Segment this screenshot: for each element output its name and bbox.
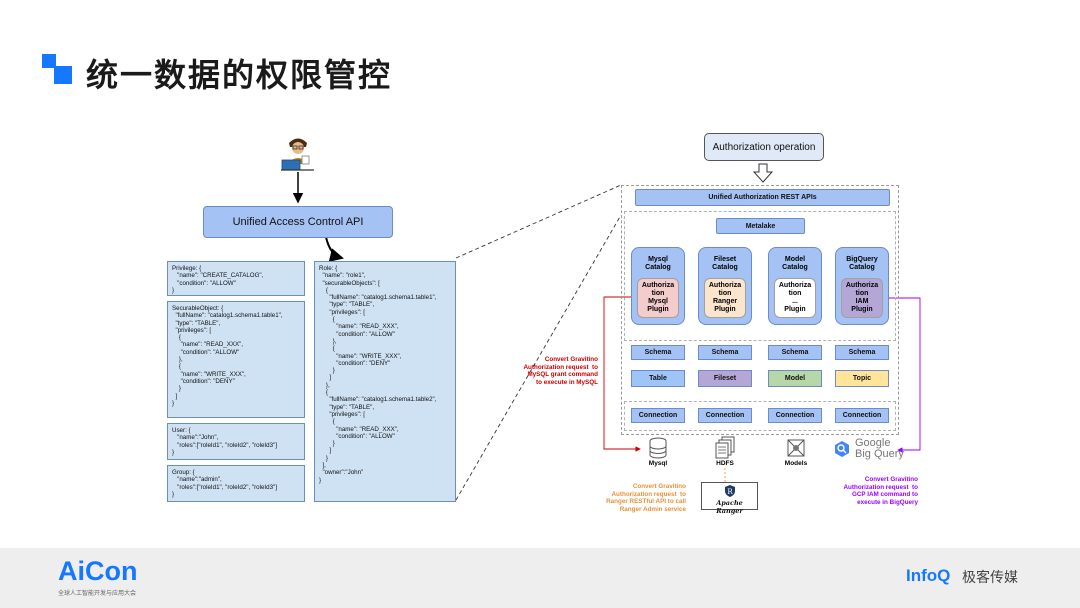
down-arrow-icon: [752, 163, 774, 183]
connection-box-model: Connection: [768, 408, 822, 423]
leaf-box-table: Table: [631, 370, 685, 387]
auth-operation-box: Authorization operation: [704, 133, 824, 161]
leaf-box-topic: Topic: [835, 370, 889, 387]
connection-box-mysql: Connection: [631, 408, 685, 423]
metalake-box: Metalake: [716, 218, 805, 234]
store-label-hdfs: HDFS: [716, 460, 734, 467]
user-code-box: User: { "name":"John", "roles":["roleId1…: [167, 423, 305, 460]
connection-frame: [624, 401, 896, 431]
gravitino-frame: [621, 185, 899, 435]
aicon-subtitle: 全球人工智能开发与应用大会: [58, 590, 137, 597]
role-code-box: Role: { "name": "role1", "securableObjec…: [314, 261, 456, 502]
note-mysql-conversion: Convert Gravitino Authorization request …: [523, 356, 598, 386]
store-label-mysql: Mysql: [648, 460, 668, 467]
schema-box-mysql: Schema: [631, 345, 685, 360]
apache-ranger-logo: R Apache Ranger: [701, 482, 758, 515]
store-label-bigquery: Google Big Query: [855, 437, 904, 460]
plugin-box-mysql: Authoriza tion Mysql Plugin: [637, 278, 679, 318]
unified-access-control-api-box: Unified Access Control API: [203, 206, 393, 238]
privilege-code-box: Privilege: { "name": "CREATE_CATALOG", "…: [167, 261, 305, 296]
schema-box-model: Schema: [768, 345, 822, 360]
svg-text:R: R: [727, 488, 733, 496]
footer-bar: AiCon 全球人工智能开发与应用大会 InfoQ 极客传媒: [0, 548, 1080, 608]
store-label-models: Models: [784, 460, 808, 467]
infoq-logo: InfoQ: [906, 566, 951, 585]
leaf-box-fileset: Fileset: [698, 370, 752, 387]
plugin-box-generic: Authoriza tion ... Plugin: [774, 278, 816, 318]
connection-box-fileset: Connection: [698, 408, 752, 423]
flow-arrows-left: [292, 172, 921, 501]
developer-with-laptop-icon: [280, 134, 316, 172]
metalake-frame: [624, 211, 896, 341]
title-accent-icon: [42, 54, 74, 86]
schema-box-fileset: Schema: [698, 345, 752, 360]
infoq-cn-label: 极客传媒: [962, 570, 1018, 586]
ranger-logo-text: Apache Ranger: [716, 499, 743, 515]
unified-rest-apis-box: Unified Authorization REST APIs: [635, 189, 890, 206]
slide-title: 统一数据的权限管控: [86, 56, 393, 94]
plugin-box-ranger: Authoriza tion Ranger Plugin: [704, 278, 746, 318]
file-stack-icon: [715, 436, 737, 460]
model-cube-icon: [785, 437, 807, 459]
note-iam-conversion: Convert Gravitino Authorization request …: [843, 476, 918, 506]
leaf-box-model: Model: [768, 370, 822, 387]
schema-box-bigquery: Schema: [835, 345, 889, 360]
group-code-box: Group: { "name":"admin", "roles":["roleI…: [167, 465, 305, 502]
securable-object-code-box: SecurableObject: { "fullName": "catalog1…: [167, 301, 305, 418]
database-cylinder-icon: [647, 437, 669, 459]
bigquery-magnifier-icon: [833, 440, 851, 458]
connection-box-bigquery: Connection: [835, 408, 889, 423]
plugin-box-iam: Authoriza tion IAM Plugin: [841, 278, 883, 318]
note-ranger-conversion: Convert Gravitino Authorization request …: [606, 483, 686, 513]
aicon-logo: AiCon: [58, 556, 138, 586]
